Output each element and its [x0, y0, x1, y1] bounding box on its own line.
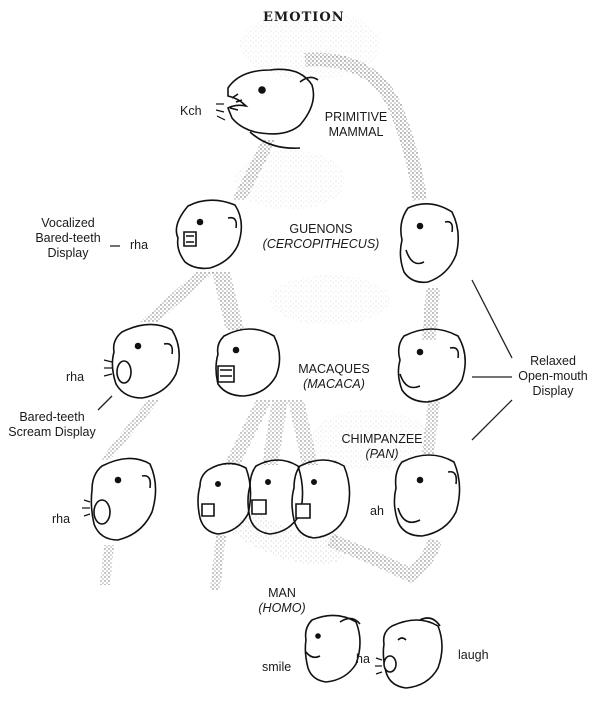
- kch-label: Kch: [180, 104, 202, 118]
- smile-label: smile: [262, 660, 292, 674]
- relaxed-line1: Relaxed: [530, 354, 576, 368]
- rha-guenon-label: rha: [130, 238, 149, 252]
- ha-label: ha: [356, 652, 370, 666]
- chimp-left-sound-marks: [82, 499, 91, 517]
- ah-label: ah: [370, 504, 384, 518]
- scream-line2: Scream Display: [8, 425, 96, 439]
- lineage-bands-right: [231, 52, 442, 584]
- vocalized-line3: Display: [47, 246, 89, 260]
- macaques-genus: (MACACA): [303, 377, 365, 391]
- human-smile-head: [304, 614, 361, 683]
- macaques-name: MACAQUES: [298, 362, 370, 376]
- guenon-bared-teeth-head: [175, 199, 243, 270]
- primitive-mammal-line1: PRIMITIVE: [324, 110, 388, 124]
- man-name: MAN: [268, 586, 296, 600]
- vocalized-line1: Vocalized: [41, 216, 95, 230]
- scream-line1: Bared-teeth: [19, 410, 85, 424]
- laugh-label: laugh: [458, 648, 489, 662]
- rha-macaque-label: rha: [66, 370, 85, 384]
- relaxed-line3: Display: [532, 384, 574, 398]
- chimpanzee-name: CHIMPANZEE: [341, 432, 423, 446]
- human-laugh-sound-marks: [375, 657, 383, 675]
- scream-display-connector: [97, 395, 113, 411]
- macaque-scream-head: [111, 323, 180, 399]
- stipple-haze: [235, 150, 430, 470]
- vocalized-line2: Bared-teeth: [35, 231, 101, 245]
- relaxed-display-connectors: [471, 279, 513, 441]
- man-genus: (HOMO): [258, 601, 306, 615]
- macaque-left-sound-marks: [103, 359, 113, 377]
- diagram-title: EMOTION: [263, 10, 345, 25]
- rha-chimp-label: rha: [52, 512, 71, 526]
- human-laugh-head: [382, 617, 443, 689]
- guenon-open-mouth-head: [399, 203, 460, 284]
- chimpanzee-genus: (PAN): [365, 447, 399, 461]
- chimp-scream-head: [90, 457, 157, 541]
- macaque-bared-teeth-head: [215, 328, 281, 397]
- guenons-name: GUENONS: [289, 222, 353, 236]
- man-label: MAN (HOMO): [256, 586, 308, 616]
- macaque-open-mouth-head: [397, 328, 466, 403]
- kch-sound-marks: [215, 103, 226, 121]
- vocalized-bared-teeth-display-label: Vocalized Bared-teeth Display: [26, 216, 110, 261]
- primitive-mammal-head: [226, 68, 319, 149]
- macaques-label: MACAQUES (MACACA): [288, 362, 380, 392]
- primitive-mammal-label: PRIMITIVE MAMMAL: [316, 110, 396, 140]
- relaxed-open-mouth-display-label: Relaxed Open-mouth Display: [510, 354, 596, 399]
- bared-teeth-scream-display-label: Bared-teeth Scream Display: [0, 410, 104, 440]
- chimp-open-mouth-head: [393, 454, 461, 537]
- chimp-trio-heads: [197, 459, 351, 539]
- relaxed-line2: Open-mouth: [518, 369, 588, 383]
- chimpanzee-label: CHIMPANZEE (PAN): [332, 432, 432, 462]
- primitive-mammal-line2: MAMMAL: [328, 125, 384, 139]
- guenons-label: GUENONS (CERCOPITHECUS): [248, 222, 394, 252]
- guenons-genus: (CERCOPITHECUS): [262, 237, 380, 251]
